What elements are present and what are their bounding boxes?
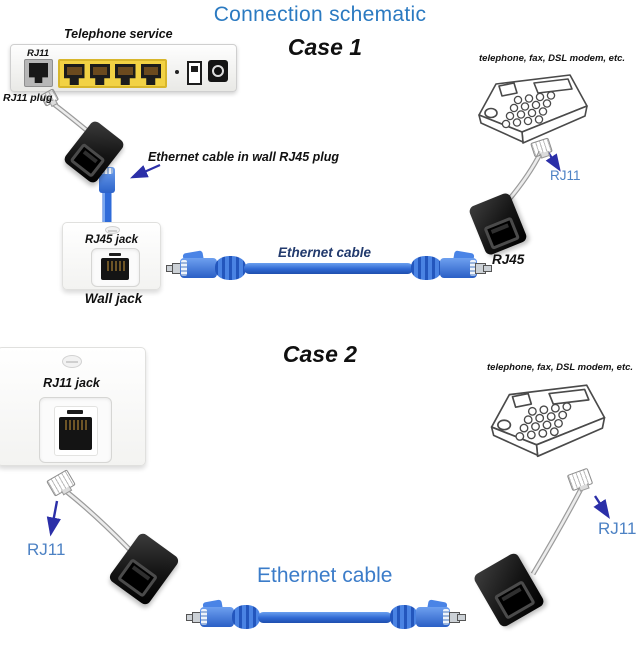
wall-jack-caption: Wall jack bbox=[84, 291, 143, 306]
router-lan-ports bbox=[58, 59, 167, 88]
device-note-case1: telephone, fax, DSL modem, etc. bbox=[479, 53, 626, 64]
telephone-service-label: Telephone service bbox=[64, 27, 173, 41]
case2-heading: Case 2 bbox=[282, 341, 358, 367]
case1-heading: Case 1 bbox=[287, 34, 363, 60]
wall-plate-rj11: RJ11 jack bbox=[0, 347, 146, 466]
page-title: Connection schematic bbox=[213, 3, 427, 26]
rj11-jack-label: RJ11 jack bbox=[43, 376, 100, 390]
lan-port-3 bbox=[115, 64, 136, 85]
rj45-adapter-case2-left bbox=[107, 531, 181, 607]
rj11-label-case2-phone: RJ11 bbox=[598, 519, 637, 538]
ethernet-cable-label-case2: Ethernet cable bbox=[257, 564, 393, 587]
rj11-label-case2-wall: RJ11 bbox=[27, 540, 66, 559]
lan-port-2 bbox=[89, 64, 110, 85]
lan-port-1 bbox=[64, 64, 85, 85]
rj45-jack-label: RJ45 jack bbox=[84, 234, 139, 246]
rj11-label-case1-phone: RJ11 bbox=[550, 168, 581, 183]
ethernet-cable-case2 bbox=[185, 598, 466, 636]
ethernet-wall-plug bbox=[99, 167, 115, 193]
ethernet-cable-label-case1: Ethernet cable bbox=[278, 245, 372, 260]
rj45-adapter-case2-right bbox=[472, 551, 546, 629]
ethernet-cable-case1 bbox=[165, 250, 492, 286]
rj11-plug-case2-left bbox=[46, 469, 76, 497]
lan-port-4 bbox=[140, 64, 161, 85]
device-note-case2: telephone, fax, DSL modem, etc. bbox=[487, 362, 634, 373]
telephone-illustration-case1 bbox=[478, 74, 588, 144]
router-rj11-port bbox=[24, 59, 53, 87]
telephone-service-router: RJ11 bbox=[10, 44, 237, 92]
rj11-plug-label: RJ11 plug bbox=[3, 92, 53, 104]
rj45-adapter-case1-left bbox=[62, 119, 126, 185]
wall-plug-note: Ethernet cable in wall RJ45 plug bbox=[148, 150, 340, 164]
power-jack bbox=[208, 60, 228, 82]
router-rj11-port-label: RJ11 bbox=[27, 48, 50, 59]
reset-pinhole bbox=[175, 70, 179, 74]
rj45-adapter-label: RJ45 bbox=[492, 252, 525, 267]
telephone-illustration-case2 bbox=[490, 384, 606, 458]
usb-port bbox=[187, 61, 202, 85]
rj45-adapter-case1-right bbox=[467, 191, 529, 257]
wall-plate-rj45: RJ45 jack bbox=[62, 222, 161, 290]
